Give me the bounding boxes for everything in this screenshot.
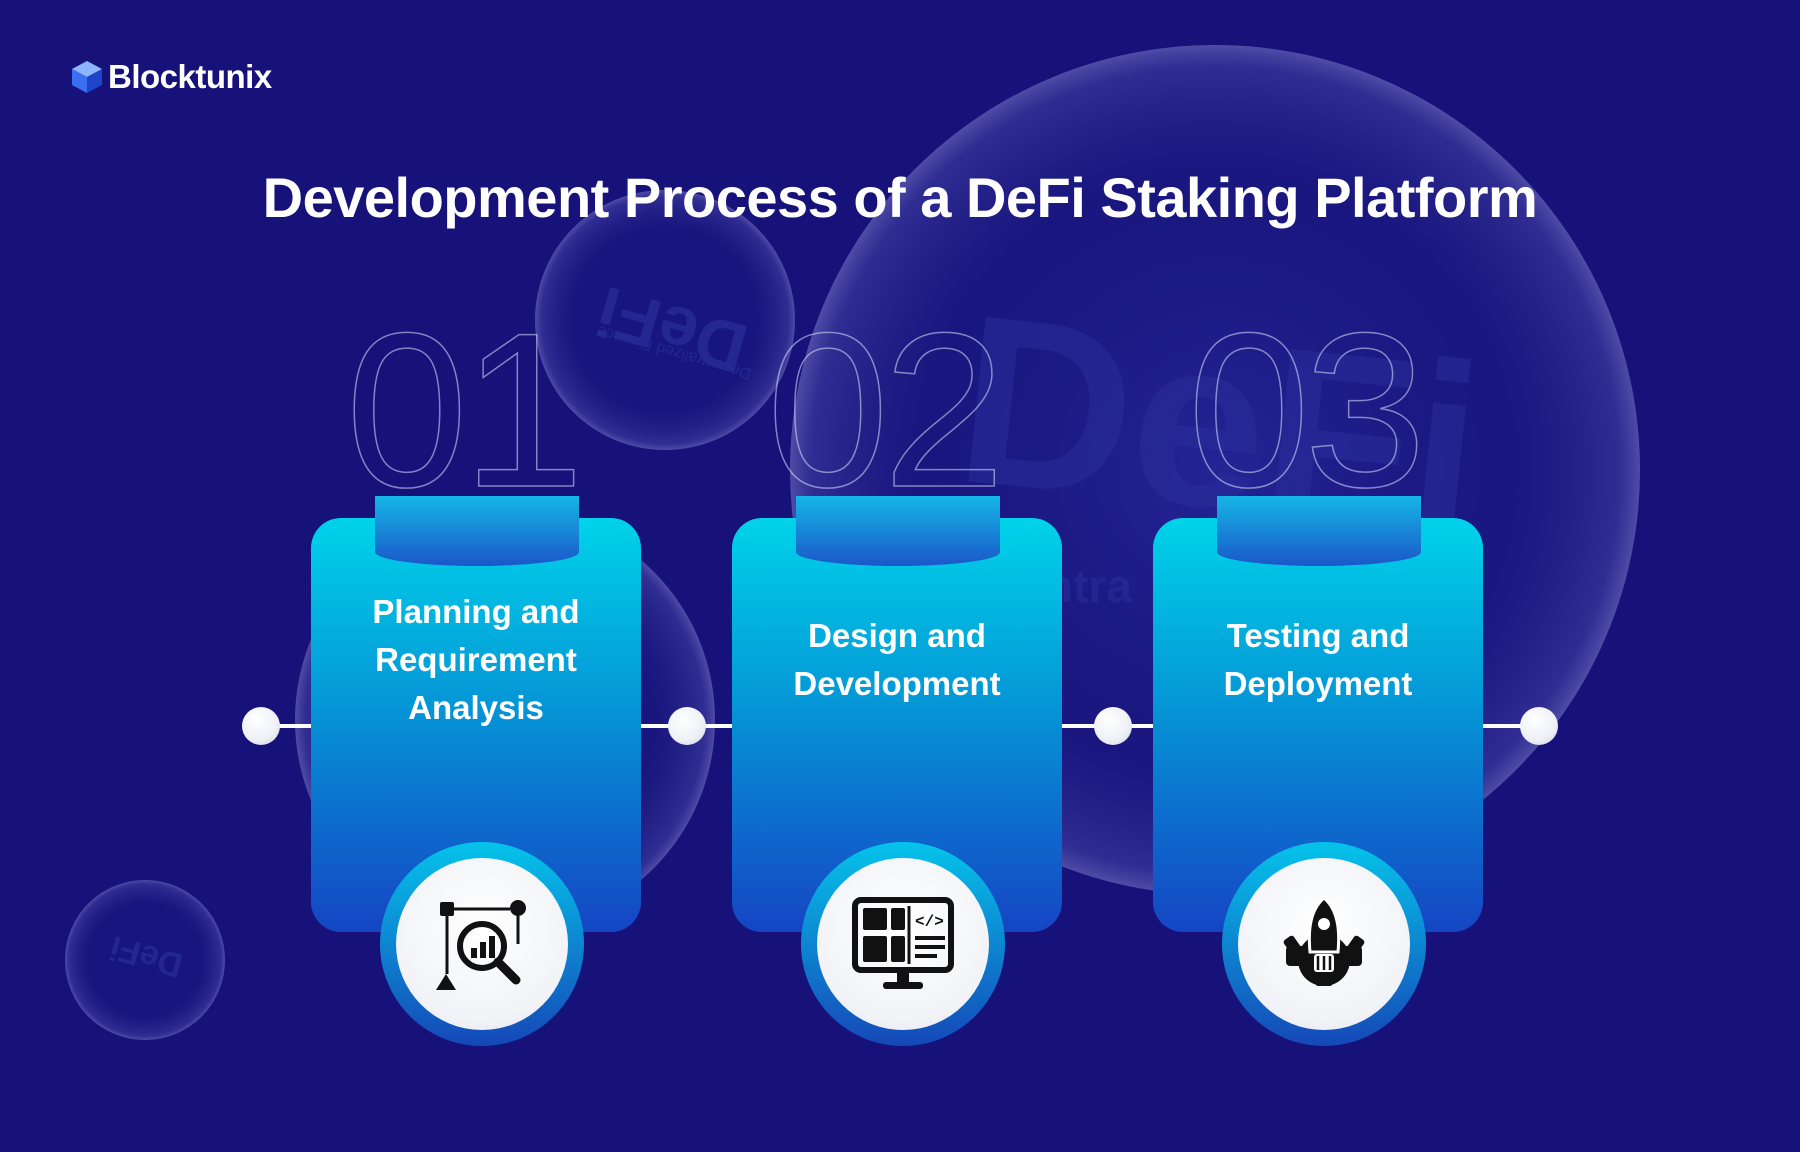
svg-text:</>: </> — [915, 913, 944, 931]
step-label-line: Development — [793, 665, 1001, 702]
step-label-line: Analysis — [408, 688, 544, 726]
step-label-line: Deployment — [1223, 665, 1413, 702]
card-tab — [375, 496, 579, 566]
cube-icon — [72, 61, 102, 93]
rocket-gear-icon — [1283, 896, 1365, 986]
step-number-3: 03 — [1187, 287, 1427, 533]
step-label-line: Testing and — [1226, 617, 1410, 655]
timeline-node — [1094, 707, 1132, 745]
timeline-node — [1520, 707, 1558, 745]
step-label-line: Design and — [808, 617, 986, 655]
card-tab — [1217, 496, 1421, 566]
top-bubble — [535, 190, 795, 450]
step-icon-badge — [380, 842, 584, 1046]
timeline-node — [242, 707, 280, 745]
brand-logo: Blocktunix — [70, 58, 272, 96]
step-label: Testing and Deployment — [1173, 518, 1463, 802]
step-label-line: Planning and — [372, 593, 580, 631]
analysis-icon — [436, 900, 526, 990]
page-title: Development Process of a DeFi Staking Pl… — [262, 166, 1538, 229]
step-number-2: 02 — [766, 287, 1006, 533]
step-number-1: 01 — [345, 287, 585, 533]
step-label: Design and Development — [752, 518, 1042, 802]
brand-name: Blocktunix — [108, 58, 272, 95]
step-icon-badge: </> — [801, 842, 1005, 1046]
small-bubble — [65, 880, 225, 1040]
step-icon-badge — [1222, 842, 1426, 1046]
monitor-code-icon: </> — [852, 897, 954, 989]
step-label-line: Requirement — [375, 641, 577, 679]
step-label: Planning and Requirement Analysis — [331, 518, 621, 802]
timeline-node — [668, 707, 706, 745]
card-tab — [796, 496, 1000, 566]
